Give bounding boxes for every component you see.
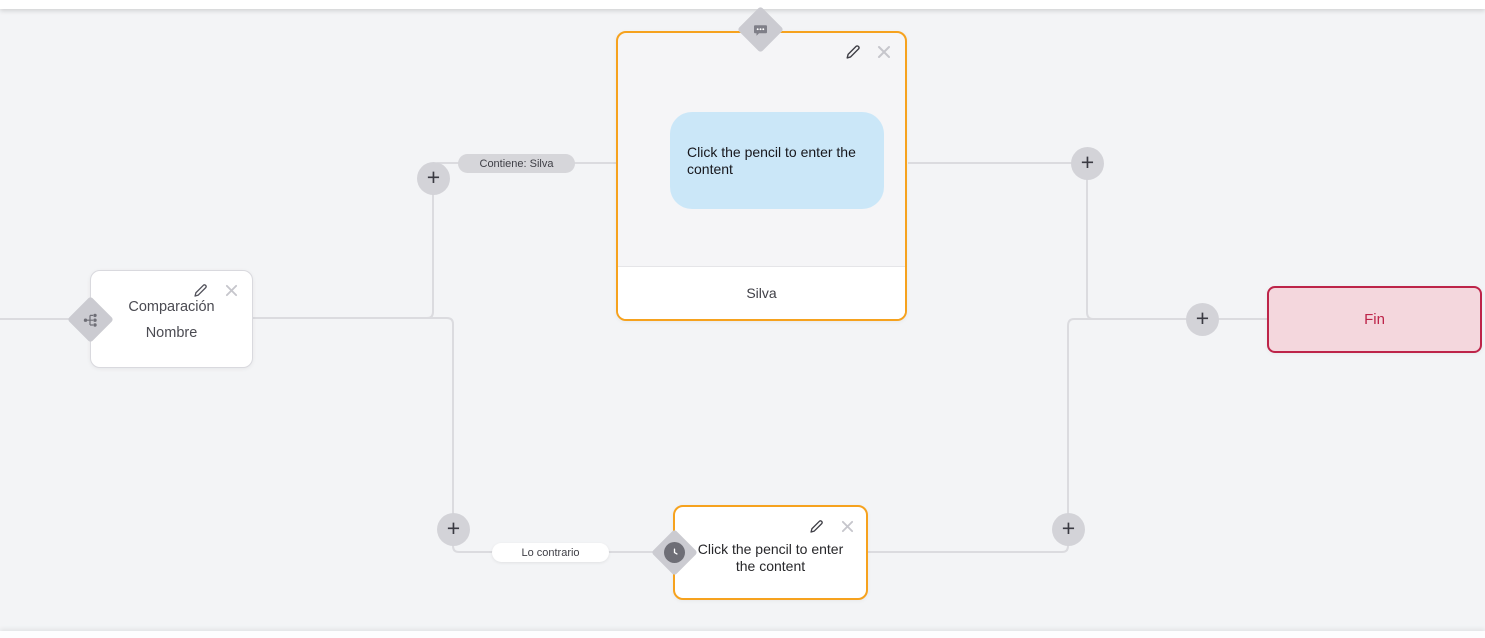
add-step-button-after-fallback[interactable]: + [1052, 513, 1085, 546]
edge-label-condition-text: Contiene: Silva [479, 157, 554, 170]
plus-icon: + [1195, 305, 1210, 331]
node-title-line1: Comparación [128, 299, 215, 315]
add-step-button-before-end[interactable]: + [1186, 303, 1219, 336]
message-preview-text: Click the pencil to enter the content [687, 143, 856, 177]
node-footer: Silva [618, 266, 905, 319]
node-type-badge-message [737, 6, 784, 53]
node-type-badge-comparison [67, 296, 114, 343]
close-icon [225, 284, 237, 296]
node-title: Comparación Nombre [91, 299, 252, 351]
node-title-line2: Nombre [145, 325, 198, 341]
edit-node-button[interactable] [845, 44, 861, 60]
chat-icon [754, 24, 767, 35]
clock-icon [673, 548, 678, 555]
edge-fallback-to-end [868, 318, 1268, 553]
close-icon [878, 46, 890, 58]
node-fallback[interactable]: Click the pencil to enter the content [673, 505, 868, 600]
pencil-icon [809, 519, 823, 533]
node-message[interactable]: Click the pencil to enter the content Si… [616, 31, 907, 321]
edit-node-button[interactable] [192, 282, 208, 298]
add-step-button-condition[interactable]: + [417, 162, 450, 195]
delete-node-button[interactable] [839, 518, 855, 534]
edge-label-condition[interactable]: Contiene: Silva [458, 154, 575, 173]
fallback-placeholder-text: Click the pencil to enter the content [697, 540, 844, 574]
edge-message-to-end [908, 162, 1268, 320]
edge-label-otherwise-text: Lo contrario [521, 546, 580, 559]
message-preview-bubble: Click the pencil to enter the content [670, 112, 884, 209]
edge-otherwise-branch [253, 317, 660, 553]
plus-icon: + [446, 515, 461, 541]
plus-icon: + [426, 164, 441, 190]
node-type-badge-fallback [651, 529, 698, 576]
bottom-toolbar-edge [0, 631, 1485, 638]
plus-icon: + [1080, 149, 1095, 175]
close-icon [841, 520, 853, 532]
branch-icon [83, 313, 97, 326]
edge-label-otherwise[interactable]: Lo contrario [492, 543, 609, 562]
node-end[interactable]: Fin [1267, 286, 1482, 353]
node-footer-label: Silva [746, 285, 777, 301]
node-comparison[interactable]: Comparación Nombre [90, 270, 253, 368]
add-step-button-otherwise[interactable]: + [437, 513, 470, 546]
plus-icon: + [1061, 515, 1076, 541]
end-node-label: Fin [1364, 311, 1385, 328]
delete-node-button[interactable] [223, 282, 239, 298]
add-step-button-after-message[interactable]: + [1071, 147, 1104, 180]
edit-node-button[interactable] [808, 518, 824, 534]
clock-circle [664, 542, 685, 563]
pencil-icon [193, 283, 207, 297]
delete-node-button[interactable] [876, 44, 892, 60]
top-toolbar-edge [0, 0, 1485, 9]
pencil-icon [846, 45, 860, 59]
